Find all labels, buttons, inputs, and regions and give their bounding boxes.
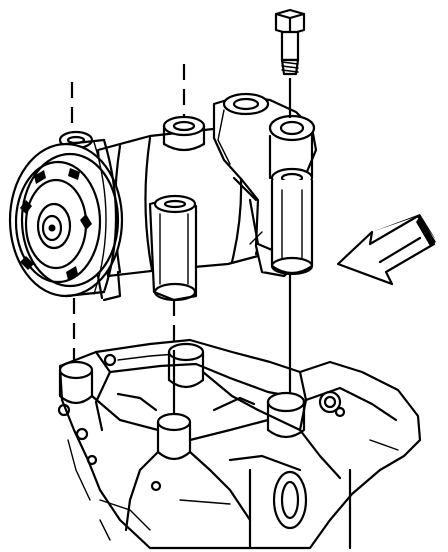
front-of-vehicle-arrow bbox=[336, 214, 436, 286]
engine-mounting-bracket bbox=[57, 338, 422, 550]
ac-compressor bbox=[8, 92, 318, 302]
alignment-lines bbox=[70, 64, 292, 414]
mounting-bolt bbox=[274, 8, 306, 76]
